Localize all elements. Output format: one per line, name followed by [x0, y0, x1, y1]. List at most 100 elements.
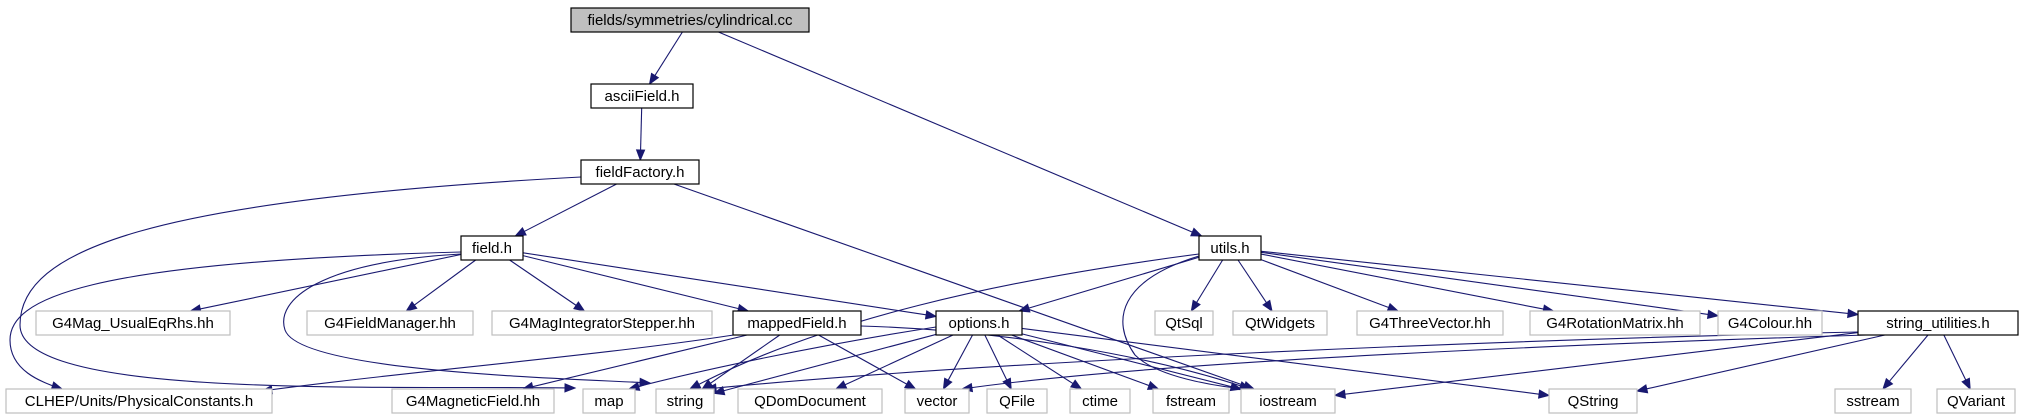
edge-field-to-options-line — [522, 252, 927, 316]
edge-options-to-iostream-arrowhead — [1229, 381, 1243, 392]
edge-string_utilities-to-iostream — [1333, 332, 1859, 399]
node-string: string — [655, 388, 715, 414]
node-QtSql-box — [1154, 310, 1214, 336]
edge-options-to-ctime — [997, 334, 1083, 390]
edge-utils-to-QtWidgets-arrowhead — [1262, 299, 1273, 313]
node-CLHEP-box — [5, 388, 273, 414]
edge-options-to-ctime-arrowhead — [1069, 379, 1083, 390]
edge-options-to-string — [712, 333, 937, 396]
node-root[interactable]: fields/symmetries/cylindrical.cc — [570, 7, 810, 33]
edge-field-to-mappedField-line — [522, 255, 739, 310]
edge-mappedField-to-string-line — [710, 334, 781, 384]
edge-root-to-asciiField-arrowhead — [648, 72, 660, 86]
edge-options-to-QString — [1021, 327, 1551, 399]
edge-options-to-string-line — [723, 333, 937, 392]
node-map: map — [582, 388, 636, 414]
node-QtWidgets-label: QtWidgets — [1245, 315, 1315, 332]
node-QVariant-box — [1936, 388, 2016, 414]
edge-asciiField-to-fieldFactory-line — [640, 107, 643, 151]
edge-string_utilities-to-QVariant — [1943, 334, 1971, 391]
edge-root-to-utils-line — [718, 31, 1193, 233]
node-mappedField[interactable]: mappedField.h — [732, 310, 862, 336]
node-fieldFactory[interactable]: fieldFactory.h — [580, 159, 700, 185]
node-iostream-box — [1240, 388, 1336, 414]
edge-utils-to-string_utilities — [1260, 250, 1860, 319]
edge-options-to-map — [627, 326, 937, 391]
node-map-box — [582, 388, 636, 414]
edge-options-to-ctime-line — [997, 334, 1074, 385]
node-G4FieldManager-box — [306, 310, 474, 336]
edge-options-to-QFile — [984, 334, 1012, 391]
edge-fieldFactory-to-field — [514, 183, 617, 237]
edge-string_utilities-to-QString-arrowhead — [1635, 384, 1649, 394]
nodes: fields/symmetries/cylindrical.cc asciiFie… — [5, 7, 2019, 414]
node-sstream-label: sstream — [1846, 393, 1899, 410]
edge-options-to-iostream-line — [1021, 333, 1232, 388]
edge-mappedField-to-CLHEP-line — [261, 333, 741, 392]
node-options[interactable]: options.h — [935, 310, 1023, 336]
edge-root-to-asciiField — [648, 31, 683, 86]
node-map-label: map — [594, 393, 623, 410]
edge-options-to-QFile-line — [984, 334, 1008, 381]
edge-field-to-G4MagIntegrator-arrowhead — [573, 301, 586, 312]
node-fstream-box — [1152, 388, 1230, 414]
node-G4MagIntegrator-box — [491, 310, 713, 336]
node-QDomDocument-box — [737, 388, 883, 414]
edge-options-to-QString-line — [1021, 327, 1540, 395]
edge-utils-to-G4Colour — [1260, 251, 1720, 320]
edge-options-to-vector-line — [947, 334, 974, 381]
node-G4ThreeVector-box — [1356, 310, 1504, 336]
edge-mappedField-to-CLHEP — [260, 333, 741, 395]
edge-asciiField-to-fieldFactory-arrowhead — [635, 149, 646, 162]
node-sstream: sstream — [1834, 388, 1912, 414]
node-vector-box — [904, 388, 970, 414]
node-mappedField-label: mappedField.h — [747, 315, 846, 332]
edge-fieldFactory-to-field-arrowhead — [514, 226, 527, 237]
node-string-box — [655, 388, 715, 414]
node-G4RotationMatrix-label: G4RotationMatrix.hh — [1546, 315, 1684, 332]
node-sstream-box — [1834, 388, 1912, 414]
edge-utils-to-iostream-line — [1122, 255, 1256, 391]
node-G4RotationMatrix: G4RotationMatrix.hh — [1529, 310, 1701, 336]
edge-field-to-mappedField — [522, 255, 750, 314]
edge-utils-to-string-arrowhead — [688, 379, 702, 390]
node-vector: vector — [904, 388, 970, 414]
edge-string_utilities-to-QString — [1635, 334, 1886, 394]
node-asciiField[interactable]: asciiField.h — [590, 83, 694, 109]
edge-root-to-utils — [718, 31, 1203, 237]
node-QtSql-label: QtSql — [1165, 315, 1203, 332]
node-field[interactable]: field.h — [460, 235, 524, 261]
node-QtWidgets-box — [1232, 310, 1328, 336]
node-QFile: QFile — [986, 388, 1048, 414]
node-QDomDocument-label: QDomDocument — [754, 393, 867, 410]
edge-utils-to-G4RotationMatrix-line — [1260, 253, 1544, 310]
node-options-label: options.h — [949, 315, 1010, 332]
node-utils[interactable]: utils.h — [1198, 235, 1262, 261]
edge-options-to-vector-arrowhead — [942, 377, 953, 391]
node-asciiField-box — [590, 83, 694, 109]
edge-utils-to-G4ThreeVector-arrowhead — [1386, 302, 1400, 312]
edge-options-to-fstream-arrowhead — [1146, 380, 1160, 390]
node-G4ThreeVector: G4ThreeVector.hh — [1356, 310, 1504, 336]
edge-string_utilities-to-QVariant-line — [1943, 334, 1967, 381]
node-G4Colour: G4Colour.hh — [1717, 310, 1823, 336]
edge-utils-to-options-line — [1028, 256, 1200, 309]
node-QFile-label: QFile — [999, 393, 1035, 410]
edge-utils-to-string_utilities-arrowhead — [1847, 308, 1860, 319]
node-ctime-label: ctime — [1082, 393, 1118, 410]
edge-options-to-vector — [942, 334, 974, 391]
edge-fieldFactory-to-map — [19, 176, 582, 393]
node-CLHEP-label: CLHEP/Units/PhysicalConstants.h — [25, 393, 253, 410]
edge-field-to-G4FieldManager-arrowhead — [405, 300, 418, 312]
node-G4FieldManager-label: G4FieldManager.hh — [324, 315, 456, 332]
edge-string_utilities-to-QVariant-arrowhead — [1961, 377, 1971, 391]
node-string_utilities[interactable]: string_utilities.h — [1857, 310, 2019, 336]
node-utils-label: utils.h — [1210, 240, 1249, 257]
node-G4MagIntegrator: G4MagIntegratorStepper.hh — [491, 310, 713, 336]
edge-field-to-G4MagIntegrator-line — [509, 259, 577, 306]
edge-field-to-string-line — [283, 253, 651, 384]
node-string_utilities-label: string_utilities.h — [1886, 315, 1989, 332]
edge-string_utilities-to-sstream — [1882, 334, 1929, 391]
edge-utils-to-QtWidgets-line — [1237, 259, 1267, 303]
